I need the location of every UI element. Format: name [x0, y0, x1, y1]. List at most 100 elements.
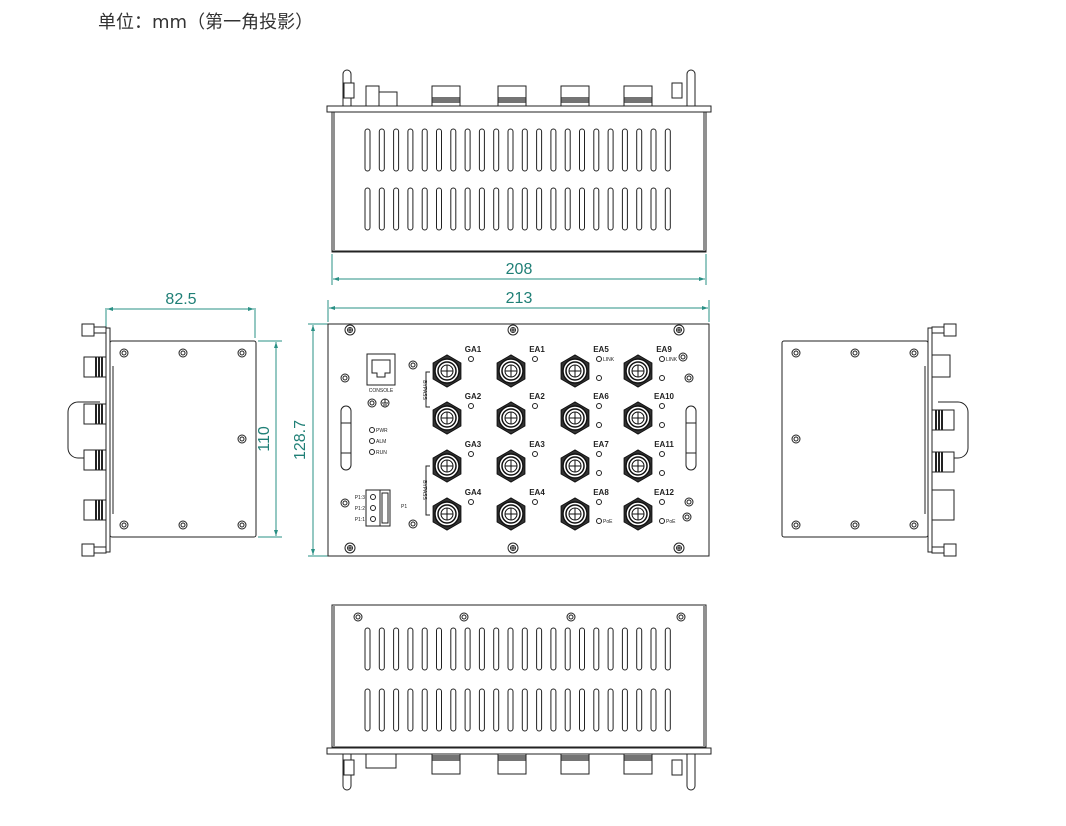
bottom-flange [326, 747, 712, 755]
vent-slot [536, 627, 543, 671]
power-pin-label: P1:1 [355, 517, 366, 523]
vent-slot [450, 627, 457, 671]
vent-slot [378, 187, 385, 231]
vent-slot [493, 627, 500, 671]
vent-slot [493, 688, 500, 732]
vent-slot [378, 128, 385, 172]
port-label: EA8 [593, 488, 609, 497]
carry-handle [67, 401, 100, 459]
vent-slot [393, 688, 400, 732]
vent-slot [436, 688, 442, 732]
vent-slot [607, 128, 614, 172]
port-label: EA2 [529, 392, 545, 401]
bypass-label-1: BYPASS [421, 380, 427, 400]
screw-icon [684, 497, 694, 507]
vent-slot [607, 688, 614, 732]
connector [560, 753, 590, 775]
screw-icon [909, 348, 919, 358]
port-ea1: EA1 [496, 345, 545, 388]
link-label: LINK [603, 357, 615, 363]
power-pin [370, 505, 376, 511]
screw-icon [340, 498, 350, 508]
vent-slot [421, 187, 428, 231]
port-led [468, 403, 474, 409]
power-pin [370, 516, 376, 522]
vent-slot [378, 688, 385, 732]
vent-slot [579, 128, 585, 172]
vent-slot [550, 187, 557, 231]
vent-slot [421, 128, 428, 172]
status-led-label: ALM [376, 439, 386, 445]
vent-slot [664, 688, 671, 732]
vent-slot [664, 187, 671, 231]
port-led [659, 422, 665, 428]
vent-slot [364, 688, 371, 732]
port-led [468, 499, 474, 505]
screw-icon [909, 520, 919, 530]
vent-slot [407, 187, 414, 231]
screw-icon [119, 520, 129, 530]
port-ea6: EA6 [560, 392, 609, 435]
vent-slot [593, 187, 600, 231]
vent-slot [550, 128, 557, 172]
port-led [532, 356, 538, 362]
port-led [596, 451, 602, 457]
screw-icon [682, 512, 692, 522]
screw-icon [340, 373, 350, 383]
vent-slot [378, 627, 385, 671]
vent-slot [579, 187, 585, 231]
screw-icon [237, 434, 247, 444]
screw-icon [678, 352, 688, 362]
vent-slot [507, 688, 514, 732]
carry-handle [938, 401, 969, 459]
port-label: EA12 [654, 488, 675, 497]
screw-icon [237, 520, 247, 530]
vent-slot [464, 187, 471, 231]
vent-slot [464, 128, 471, 172]
vent-slot [636, 688, 643, 732]
vent-slot [650, 627, 657, 671]
port-ga3: GA3 [432, 440, 482, 483]
vent-slot [564, 627, 571, 671]
screw-icon [353, 612, 363, 622]
screw-icon [408, 519, 418, 529]
top-view [326, 69, 712, 253]
vent-slot [521, 688, 528, 732]
port-label: EA10 [654, 392, 675, 401]
screw-icon [178, 520, 188, 530]
port-ga1: GA1 [432, 345, 482, 388]
vent-slot [636, 187, 643, 231]
right-side-view [781, 323, 969, 557]
port-led [659, 518, 665, 524]
vent-slot [550, 627, 557, 671]
poe-label: PoE [666, 519, 676, 525]
port-led [468, 356, 474, 362]
port-led [468, 451, 474, 457]
vent-slot [521, 128, 528, 172]
vent-slot [393, 187, 400, 231]
vent-slot [421, 627, 428, 671]
power-pin-label: P1:2 [355, 506, 366, 512]
port-led [659, 499, 665, 505]
port-label: GA2 [465, 392, 482, 401]
dim-label-110: 110 [256, 426, 273, 452]
grip-left [340, 405, 352, 471]
port-label: EA4 [529, 488, 545, 497]
vent-slot [436, 627, 442, 671]
port-ea2: EA2 [496, 392, 545, 435]
vent-slot [564, 128, 571, 172]
vent-slot [364, 128, 371, 172]
status-led-label: RUN [376, 450, 387, 456]
top-body [331, 111, 707, 253]
screw-icon [684, 373, 694, 383]
vent-slot [407, 688, 414, 732]
vent-slot [493, 187, 500, 231]
vent-slot [436, 187, 442, 231]
left-side-view [67, 323, 257, 557]
vent-slot [507, 187, 514, 231]
vent-slot [364, 627, 371, 671]
vent-slot [478, 128, 485, 172]
port-ea10: EA10 [623, 392, 675, 435]
